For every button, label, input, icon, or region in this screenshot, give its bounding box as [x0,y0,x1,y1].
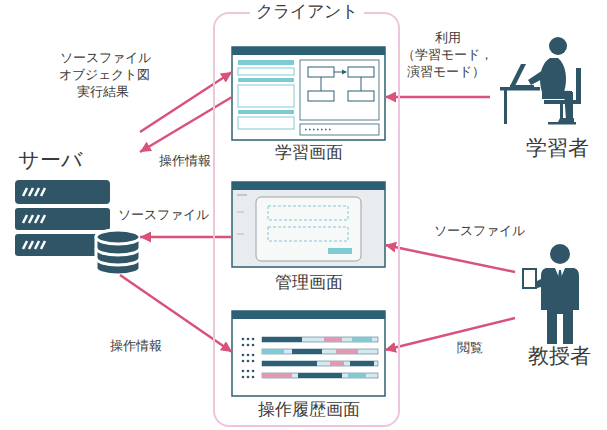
learner-node: 学習者 [490,28,602,173]
server-icon [15,180,140,275]
edge-label-box: ソースファイル [431,223,527,240]
flow-arrow [140,236,232,239]
edge-label-box: 操作情報 [156,153,214,170]
edge-label-box: ソースファイル オブジェクト図 実行結果 [52,50,156,101]
flow-arrow [140,72,232,132]
edge-label: ソースファイル [116,207,211,222]
client-frame: 学習画面管理画面操作履歴画面クライアント [213,12,400,427]
professor-icon [523,244,579,344]
edge-label: ソースファイル [432,223,527,238]
flow-arrow [385,96,490,99]
learning-screen: 学習画面 [232,47,385,165]
edge-label: 操作情報 [108,338,164,353]
learner-icon [500,37,581,125]
edge-label: ソースファイル オブジェクト図 実行結果 [58,50,151,99]
node-label: 管理画面 [232,272,385,292]
edge-label-box: 利用 （学習モード， 演習モード） [394,30,500,81]
admin-screen: 管理画面 [232,182,385,294]
professor-node: 教授者 [515,238,603,373]
node-label: 学習画面 [232,142,385,162]
server-node: サーバ [10,130,140,275]
edge-label-box: 操作情報 [104,338,168,355]
flow-arrow [140,97,232,152]
edge-label-box: 閲覧 [450,340,490,357]
edge-label: 利用 （学習モード， 演習モード） [402,30,493,79]
edge-label: 操作情報 [157,153,213,168]
history-screen: 操作履歴画面 [232,311,385,421]
flow-arrow [385,318,515,350]
node-label: 操作履歴画面 [232,399,385,419]
learning-screen-art [232,47,385,140]
edge-label-box: ソースファイル [113,207,213,224]
node-label: サーバ [18,148,118,173]
node-label: 学習者 [515,136,600,161]
flow-arrow [385,245,515,272]
admin-screen-art [232,182,385,267]
group-title: クライアント [250,1,364,21]
history-screen-art [232,311,385,396]
node-label: 教授者 [515,344,603,369]
edge-label: 閲覧 [455,340,485,355]
